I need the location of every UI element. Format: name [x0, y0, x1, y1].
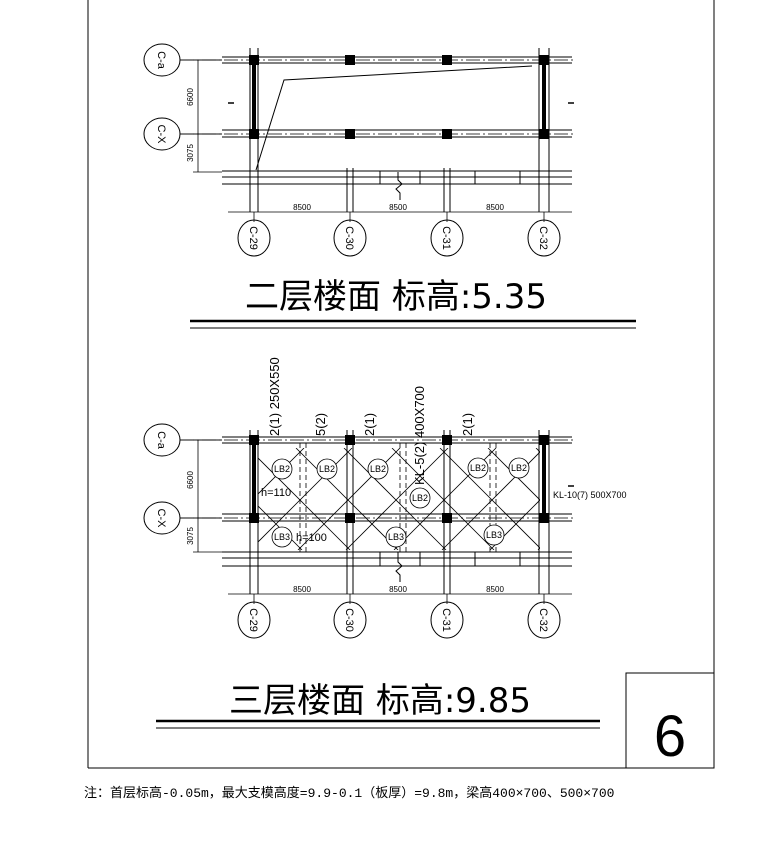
axis-label: C-X	[155, 125, 167, 145]
axis-bubble	[527, 601, 561, 639]
column	[249, 55, 259, 65]
axis-bubble	[430, 219, 464, 257]
axis-bubble	[143, 43, 181, 77]
slab-label: LB3	[388, 532, 404, 542]
slab-label: LB2	[511, 463, 527, 473]
beam-label: 5(2)	[313, 413, 328, 436]
upper-plan	[180, 48, 575, 222]
side-beam-label: KL-10(7) 500X700	[553, 490, 627, 500]
axis-label: C-31	[440, 608, 452, 632]
column	[442, 129, 452, 139]
axis-bubble	[143, 423, 181, 457]
axis-label: C-X	[155, 509, 167, 529]
slab-label: LB2	[412, 493, 428, 503]
beam-labels: 2(1) 250X550 5(2) 2(1) KL-5(2) 400X700 2…	[267, 357, 475, 485]
bay-dimension: 8500	[293, 585, 311, 594]
column	[539, 129, 549, 139]
footnote: 注：首层标高-0.05m，最大支模高度=9.9-0.1（板厚）=9.8m，梁高4…	[84, 786, 615, 801]
column	[249, 513, 259, 523]
upper-columns	[249, 55, 549, 139]
slab-label: LB3	[274, 532, 290, 542]
column	[442, 513, 452, 523]
axis-bubble	[143, 501, 181, 535]
column	[345, 513, 355, 523]
axis-bubble	[333, 601, 367, 639]
column	[345, 129, 355, 139]
lower-axis-bubbles	[143, 423, 561, 639]
column	[345, 55, 355, 65]
axis-bubble	[527, 219, 561, 257]
bay-dimension: 8500	[389, 585, 407, 594]
axis-bubble	[430, 601, 464, 639]
lower-axis-labels: C-a C-X C-29 C-30 C-31 C-32	[155, 431, 549, 632]
upper-plan-title: 二层楼面 标高:5.35	[245, 277, 547, 317]
column	[442, 55, 452, 65]
slab-label: LB2	[470, 463, 486, 473]
axis-label: C-29	[247, 608, 259, 632]
row-dimension: 3075	[186, 144, 195, 162]
axis-label: C-29	[247, 226, 259, 250]
bay-dimension: 8500	[389, 203, 407, 212]
bay-dimension: 8500	[486, 203, 504, 212]
axis-label: C-30	[343, 608, 355, 632]
column	[539, 435, 549, 445]
axis-label: C-a	[155, 431, 167, 450]
bay-dimension: 8500	[486, 585, 504, 594]
axis-bubble	[237, 219, 271, 257]
upper-dimensions: 8500 8500 8500 6600 3075	[186, 88, 504, 212]
thickness-labels: h=110 h=100	[261, 487, 327, 544]
axis-label: C-31	[440, 226, 452, 250]
upper-axis-bubbles	[143, 43, 561, 257]
axis-bubble	[237, 601, 271, 639]
lower-columns	[249, 435, 549, 523]
axis-label: C-30	[343, 226, 355, 250]
slab-label: LB2	[319, 464, 335, 474]
slab-label: LB3	[486, 530, 502, 540]
beam-label: KL-5(2) 400X700	[412, 386, 427, 485]
column	[539, 55, 549, 65]
thickness-label: h=100	[296, 532, 327, 544]
axis-bubble	[333, 219, 367, 257]
lower-plan-title: 三层楼面 标高:9.85	[229, 681, 531, 721]
row-dimension: 3075	[186, 527, 195, 545]
beam-label: 2(1)	[460, 413, 475, 436]
beam-label: 2(1) 250X550	[267, 357, 282, 436]
row-dimension: 6600	[186, 471, 195, 489]
slab-labels: LB2 LB2 LB2 LB2 LB2 LB2 LB3 LB3 LB3	[274, 463, 527, 542]
column	[249, 435, 259, 445]
row-dimension: 6600	[186, 88, 195, 106]
column	[345, 435, 355, 445]
axis-label: C-32	[537, 608, 549, 632]
beam-label: 2(1)	[362, 413, 377, 436]
lower-plan	[180, 430, 575, 604]
column	[442, 435, 452, 445]
slab-label: LB2	[274, 464, 290, 474]
column	[249, 129, 259, 139]
axis-label: C-a	[155, 51, 167, 70]
lower-dimensions: 8500 8500 8500 6600 3075	[186, 471, 504, 594]
slab-label: LB2	[370, 464, 386, 474]
column	[539, 513, 549, 523]
axis-label: C-32	[537, 226, 549, 250]
sheet-border	[87, 0, 715, 769]
sheet-number: 6	[654, 704, 686, 769]
bay-dimension: 8500	[293, 203, 311, 212]
upper-axis-labels: C-a C-X C-29 C-30 C-31 C-32	[155, 51, 549, 250]
thickness-label: h=110	[261, 487, 291, 499]
axis-bubble	[143, 117, 181, 151]
